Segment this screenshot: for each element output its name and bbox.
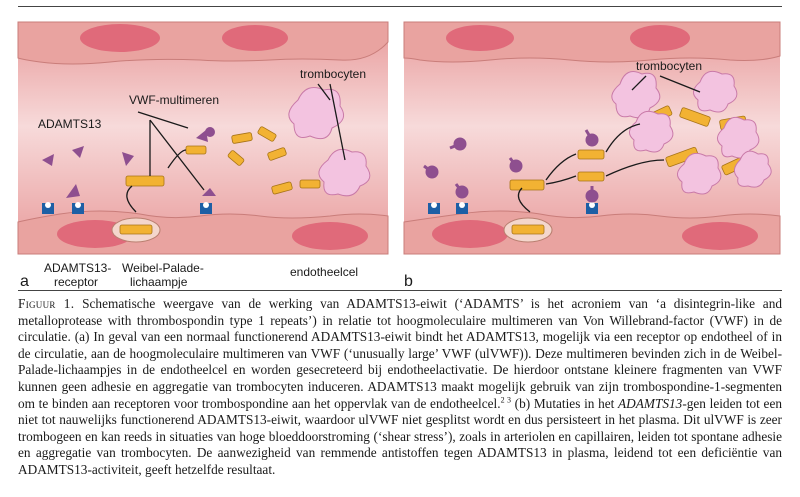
label-trombocyten-a: trombocyten — [300, 67, 366, 81]
nucleus-a1 — [80, 24, 160, 52]
caption-refs: 2 3 — [500, 395, 511, 405]
panel-b: trombocyten b — [403, 21, 781, 290]
caption-rule — [18, 290, 782, 291]
figure-caption: Figuur 1. Schematische weergave van de w… — [18, 296, 782, 479]
figure-label: Figuur 1. — [18, 296, 75, 311]
nucleus-a2 — [222, 25, 288, 51]
label-receptor-line1: ADAMTS13- — [44, 261, 111, 275]
vwf-in-wp-body-b — [511, 224, 545, 235]
adamts13-molecules-b — [423, 129, 599, 203]
arrows-a — [126, 83, 346, 213]
platelets-a — [288, 87, 371, 197]
panel-letter-b: b — [404, 273, 413, 290]
vwf-in-wp-body — [119, 224, 153, 235]
top-rule — [18, 6, 782, 7]
label-endotheelcel: endotheelcel — [290, 265, 358, 279]
figure-illustration: VWF-multimeren ADAMTS13 trombocyten ADAM… — [17, 21, 781, 290]
receptor-b3 — [586, 202, 598, 214]
arrows-b — [517, 75, 701, 213]
nucleus-a4 — [292, 222, 368, 250]
caption-gene: ADAMTS13 — [618, 395, 683, 411]
label-trombocyten-b: trombocyten — [636, 59, 702, 73]
receptor-a2 — [72, 202, 84, 214]
receptor-a3 — [200, 202, 212, 214]
endothelial-wall-top-a — [17, 21, 389, 65]
label-adamts13: ADAMTS13 — [38, 117, 102, 131]
label-wp-line2: lichaampje — [130, 275, 188, 289]
caption-part2: (b) Mutaties in het — [510, 395, 619, 411]
label-receptor-line2: receptor — [54, 275, 98, 289]
panel-letter-a: a — [20, 273, 29, 290]
nucleus-b4 — [682, 222, 758, 250]
panel-a: VWF-multimeren ADAMTS13 trombocyten ADAM… — [17, 21, 389, 290]
caption-part1: Schematische weergave van de werking van… — [18, 296, 782, 411]
vwf-multimers-a — [125, 126, 321, 195]
receptor-b2 — [456, 202, 468, 214]
nucleus-b3 — [432, 220, 508, 248]
receptor-b1 — [428, 202, 440, 214]
platelets-b — [611, 70, 772, 195]
label-wp-line1: Weibel-Palade- — [122, 261, 204, 275]
nucleus-b1 — [446, 25, 514, 51]
label-vwf-multimeren: VWF-multimeren — [129, 93, 219, 107]
caption-part3: -gen leiden tot een niet tot nauwelijks … — [18, 395, 782, 477]
adamts13-molecules-a — [42, 127, 216, 198]
receptor-a1 — [42, 202, 54, 214]
nucleus-b2 — [630, 25, 690, 51]
